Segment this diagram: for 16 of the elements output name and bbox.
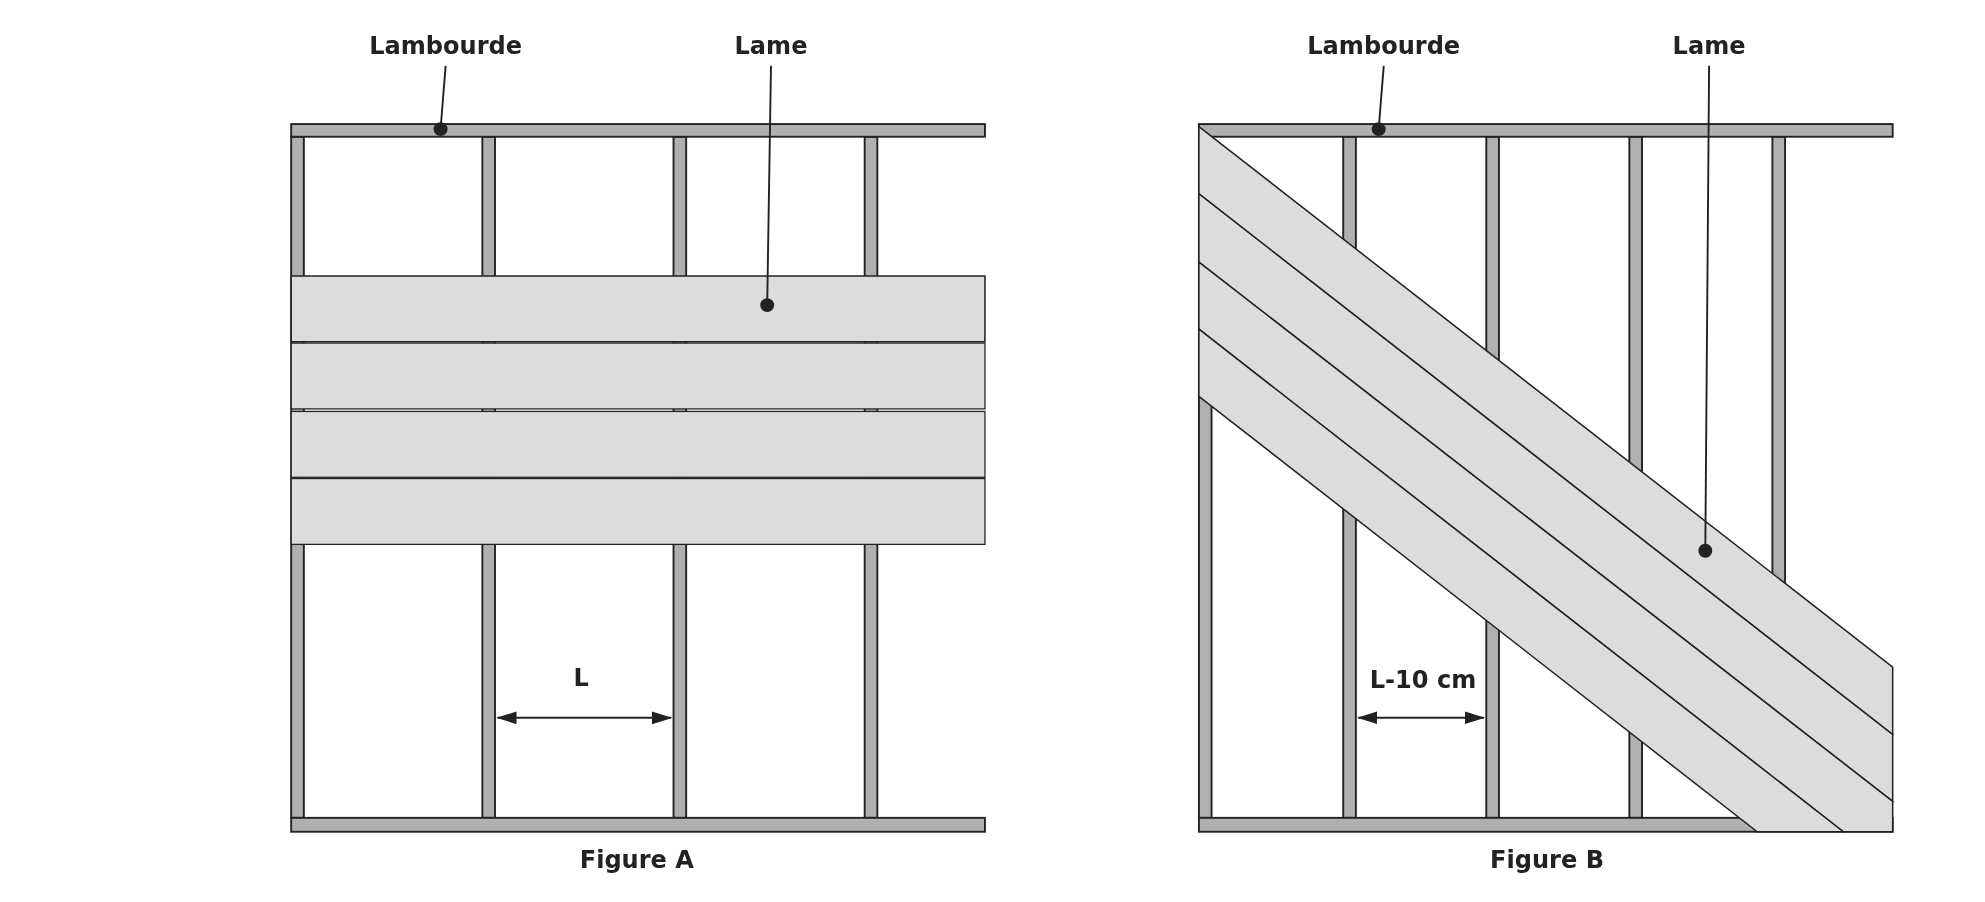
joist-rail xyxy=(1197,123,1894,138)
floor-board xyxy=(1198,125,1894,736)
leader-line xyxy=(760,64,775,313)
dimension-label: L-10 cm xyxy=(1369,666,1477,694)
joist-rail xyxy=(290,123,986,138)
part-label: Lambourde xyxy=(1307,32,1461,59)
dimension-label: L xyxy=(573,664,589,691)
part-label: Lame xyxy=(1672,32,1746,59)
part-label: Lambourde xyxy=(369,32,523,59)
leader-line xyxy=(433,64,448,137)
figure-caption: Figure A xyxy=(579,846,694,873)
leader-line xyxy=(1371,64,1386,137)
floor-board xyxy=(290,275,986,343)
part-label: Lame xyxy=(734,32,808,59)
figure-caption: Figure B xyxy=(1490,846,1604,873)
leader-line xyxy=(1698,64,1713,558)
